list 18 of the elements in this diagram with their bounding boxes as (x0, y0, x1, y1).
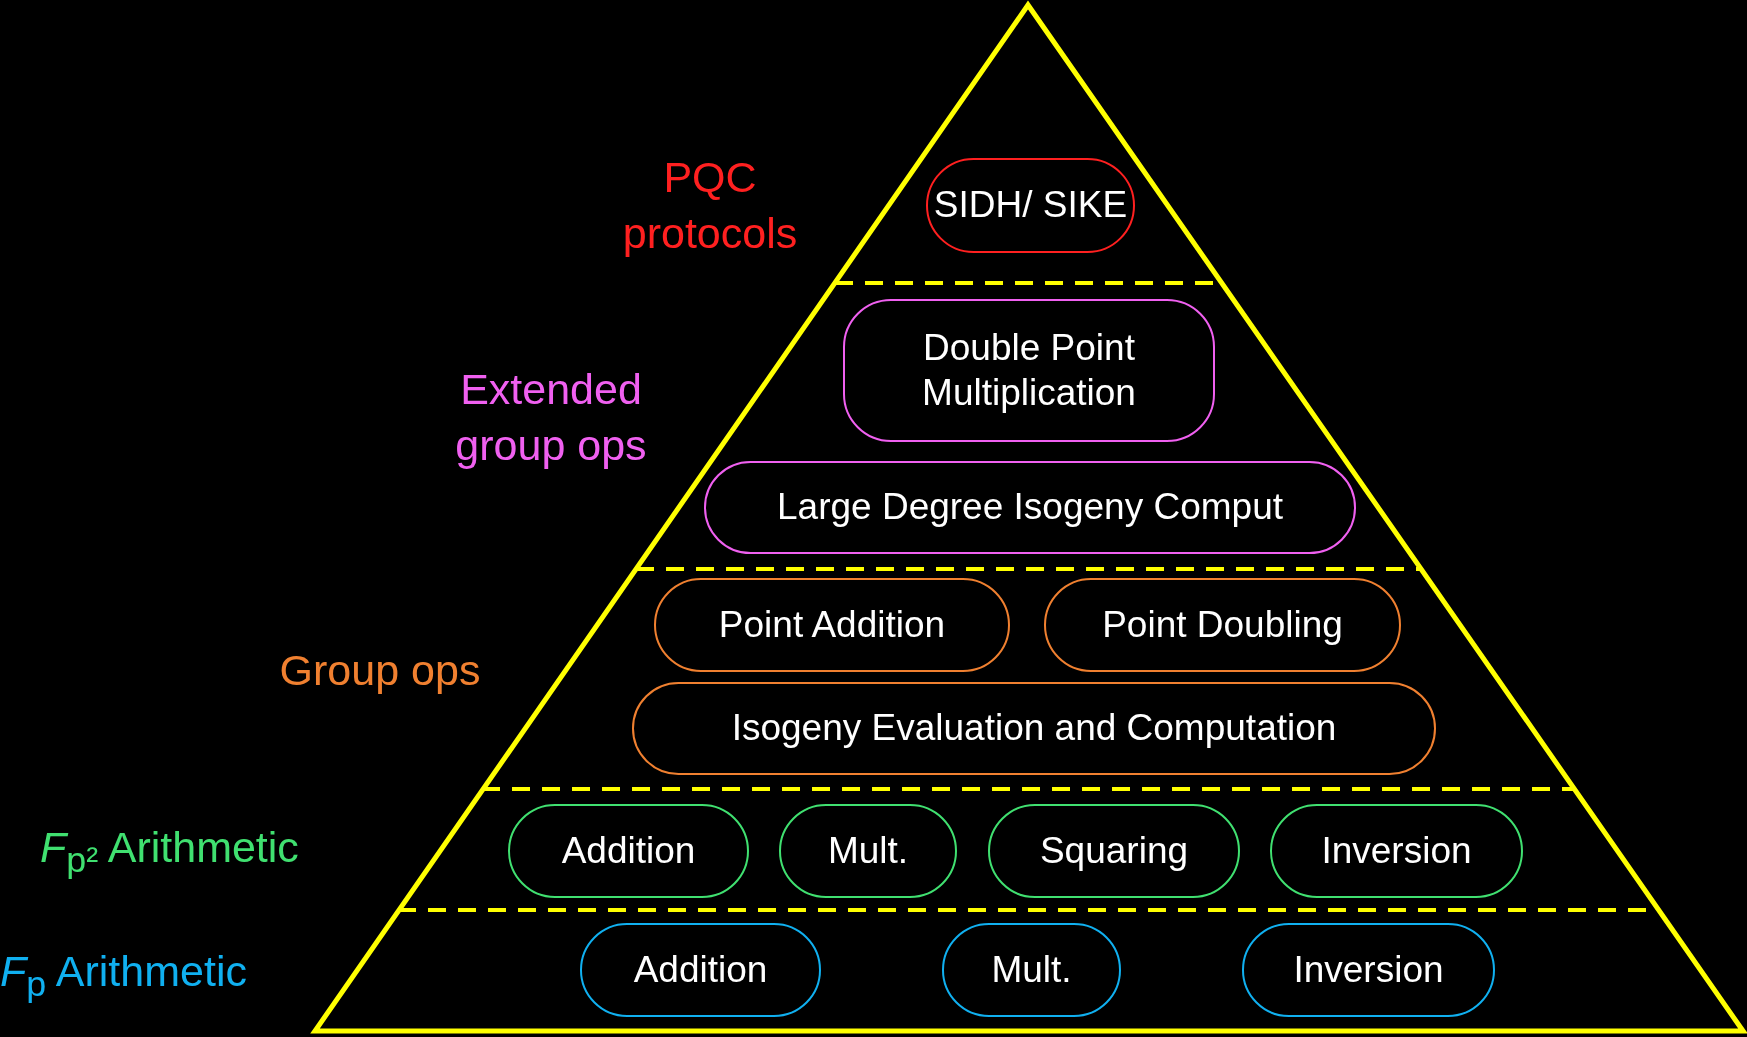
operation-node: Mult. (942, 923, 1121, 1017)
layer-label: F$_{p}$ Arithmetic (0, 946, 247, 1006)
operation-node: SIDH/ SIKE (926, 158, 1135, 253)
layer-label: F$_{p²}$ Arithmetic (40, 822, 299, 882)
operation-node: Isogeny Evaluation and Computation (632, 682, 1436, 775)
operation-node: Point Doubling (1044, 578, 1401, 672)
operation-node: Large Degree Isogeny Comput (704, 461, 1356, 554)
operation-node: Point Addition (654, 578, 1010, 672)
operation-node: Addition (508, 804, 749, 898)
layer-label: Group ops (278, 645, 482, 696)
operation-node: Double Point Multiplication (843, 299, 1215, 442)
operation-node: Squaring (988, 804, 1240, 898)
layer-label: Extended group ops (454, 364, 648, 471)
operation-node: Inversion (1270, 804, 1523, 898)
operation-node: Inversion (1242, 923, 1495, 1017)
operation-node: Mult. (779, 804, 957, 898)
operation-node: Addition (580, 923, 821, 1017)
layer-label: PQC protocols (621, 152, 799, 259)
